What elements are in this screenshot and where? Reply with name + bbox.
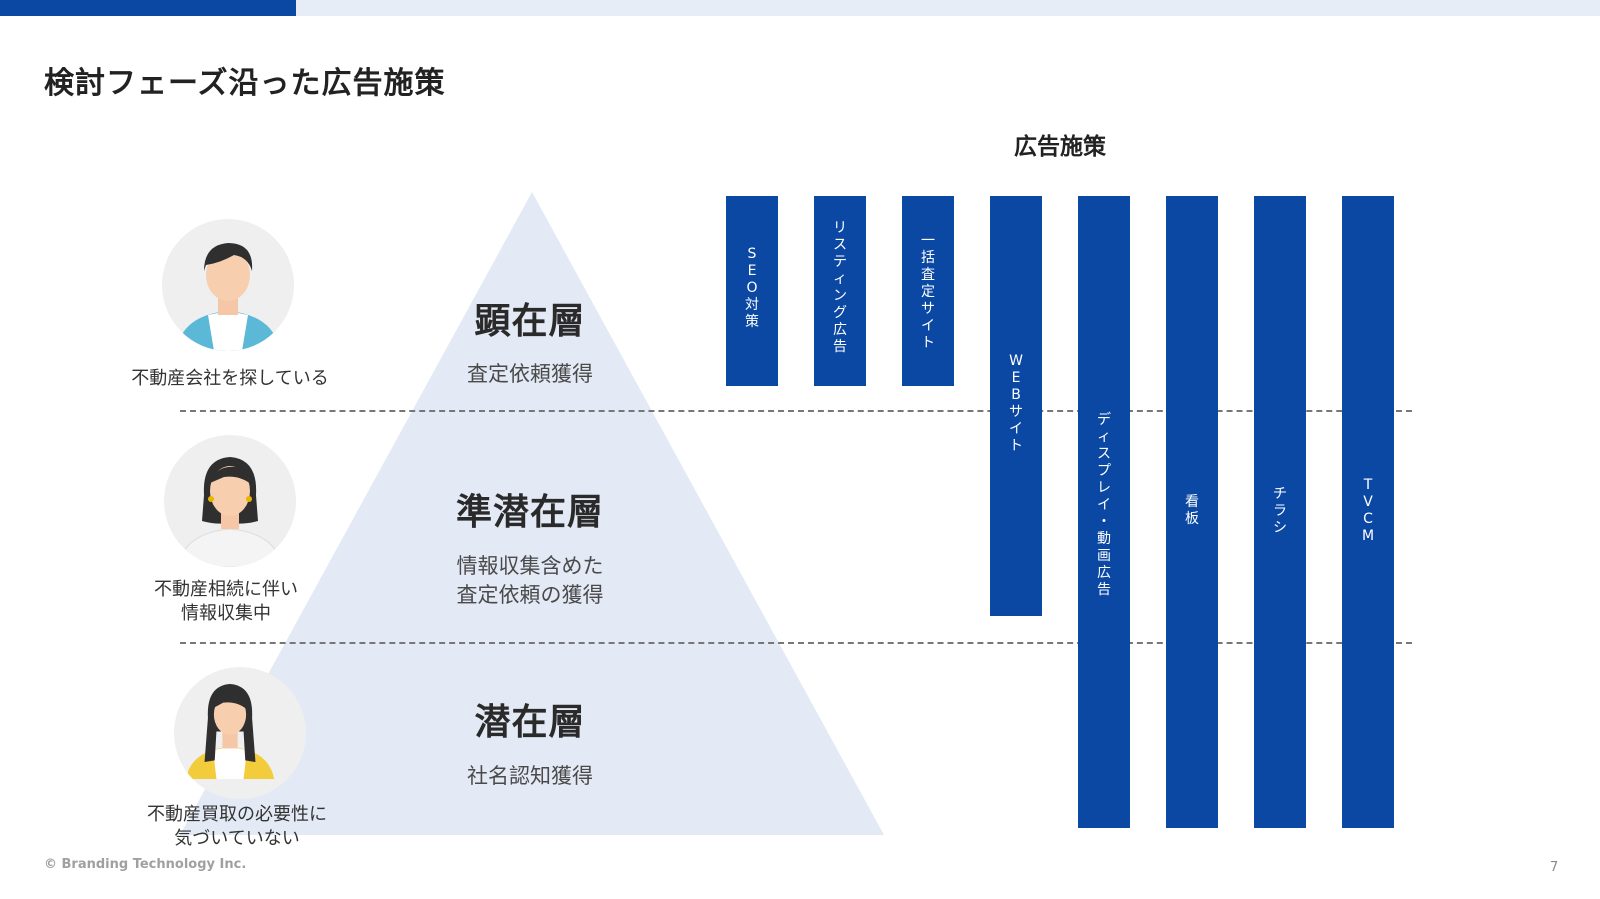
top-bar [0,0,1600,16]
measure-label-flyer: チラシ [1273,486,1287,536]
young-woman-avatar-icon [174,667,306,799]
page-title: 検討フェーズ沿った広告施策 [44,66,446,101]
tier-title-manifest: 顕在層 [474,301,586,342]
tier-desc-semi-latent: 情報収集含めた 査定依頼の獲得 [456,554,604,607]
ad-measures-title: 広告施策 [1014,134,1106,160]
measure-label-bulk-appraisal: 一括査定サイト [921,233,935,351]
measure-bar-signboard: 看板 [1166,196,1218,828]
measure-bar-bulk-appraisal: 一括査定サイト [902,196,954,386]
tier-title-semi-latent: 準潜在層 [455,492,604,533]
measure-label-listing-ads: リスティング広告 [833,220,847,355]
tier-desc-manifest: 査定依頼獲得 [467,362,593,386]
measure-bar-listing-ads: リスティング広告 [814,196,866,386]
copyright: © Branding Technology Inc. [44,857,247,872]
tier-divider-1 [180,410,1412,412]
page-number: 7 [1550,860,1559,875]
measure-bar-display-video-ads: ディスプレイ・動画広告 [1078,196,1130,828]
top-bar-accent [0,0,296,16]
woman-avatar-icon [164,435,296,567]
persona-label-2: 不動産相続に伴い 情報収集中 [154,579,298,624]
measure-bar-flyer: チラシ [1254,196,1306,828]
persona-label-1: 不動産会社を探している [131,368,329,389]
tier-title-latent: 潜在層 [474,702,586,743]
pyramid-shape [180,192,884,835]
tier-divider-2 [180,642,1412,644]
man-avatar-icon [162,219,294,351]
measure-label-signboard: 看板 [1185,494,1199,527]
tier-desc-latent: 社名認知獲得 [467,764,593,788]
persona-label-3: 不動産買取の必要性に 気づいていない [147,804,327,849]
measure-label-display-video-ads: ディスプレイ・動画広告 [1097,412,1111,598]
